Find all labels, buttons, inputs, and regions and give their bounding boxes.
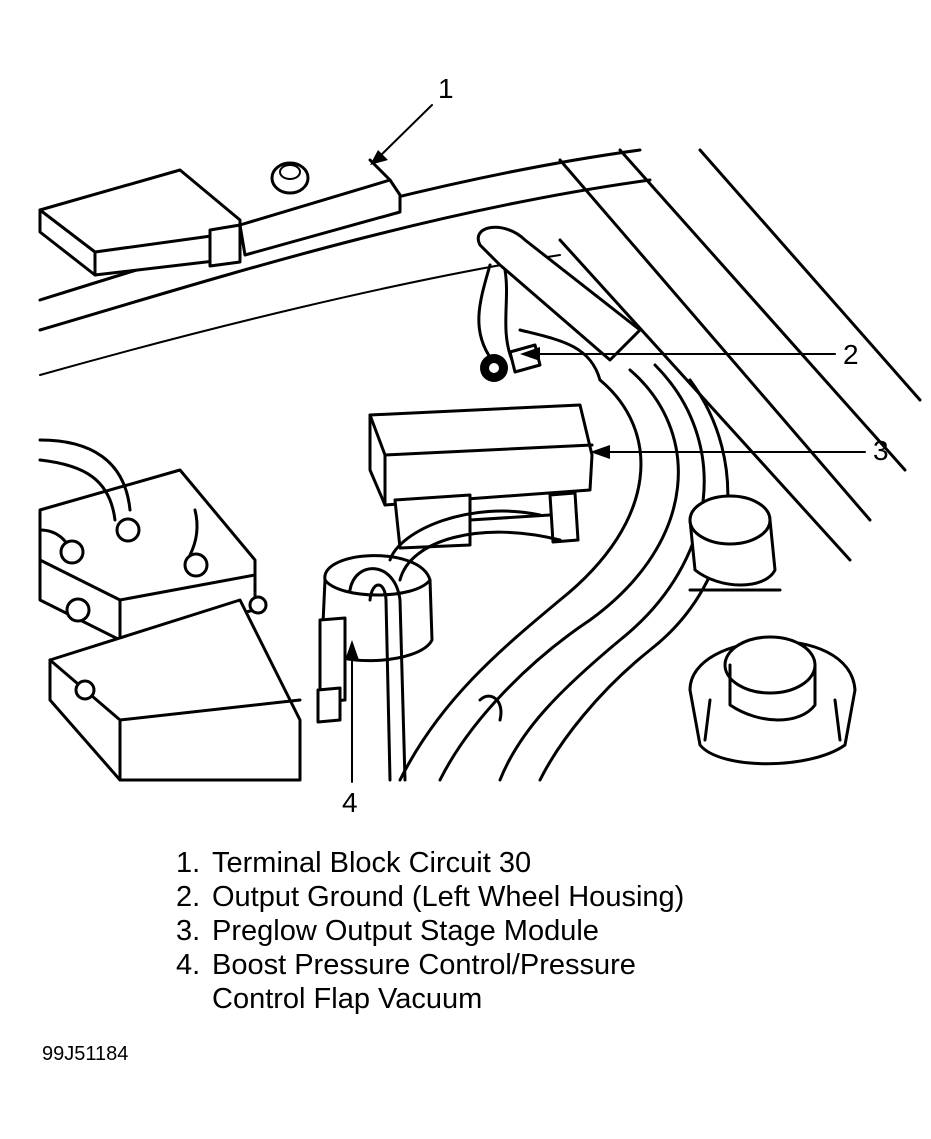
preglow-output-stage-module (368, 403, 594, 550)
legend-item: 4. Boost Pressure Control/Pressure (176, 948, 684, 982)
legend-text-continued: Control Flap Vacuum (212, 983, 483, 1015)
legend-text: Preglow Output Stage Module (212, 915, 599, 947)
legend-number: 3. (176, 915, 201, 947)
callout-1: 1 (438, 73, 454, 104)
fitting-nut-icon (115, 517, 141, 543)
legend-number: 4. (176, 949, 201, 981)
reservoir-caps (688, 494, 857, 766)
callout-4: 4 (342, 787, 358, 818)
legend: 1. Terminal Block Circuit 30 2. Output G… (176, 846, 684, 1016)
legend-text: Terminal Block Circuit 30 (212, 847, 532, 879)
legend-item: 1. Terminal Block Circuit 30 (176, 846, 684, 880)
legend-text: Boost Pressure Control/Pressure (212, 949, 636, 981)
callout-2: 2 (843, 339, 859, 370)
output-ground-assembly (476, 225, 642, 382)
boost-pressure-control-valve (316, 509, 562, 782)
legend-number: 1. (176, 847, 201, 879)
callout-3: 3 (873, 435, 889, 466)
engine-bay-illustration: 1 2 3 4 (38, 73, 922, 818)
legend-text: Output Ground (Left Wheel Housing) (212, 881, 685, 913)
leader-lines (345, 104, 866, 783)
legend-item: 3. Preglow Output Stage Module (176, 914, 684, 948)
figure-code: 99J51184 (42, 1043, 129, 1065)
fitting-nut-icon (59, 539, 85, 565)
legend-number: 2. (176, 881, 201, 913)
legend-item: 2. Output Ground (Left Wheel Housing) (176, 880, 684, 914)
terminal-block-circuit-30 (38, 158, 402, 277)
engine-block-left (38, 438, 302, 782)
fitting-nut-icon (65, 597, 91, 623)
fitting-nut-icon (183, 552, 209, 578)
body-panel-lines (38, 148, 922, 562)
leader-line-1 (377, 104, 433, 159)
